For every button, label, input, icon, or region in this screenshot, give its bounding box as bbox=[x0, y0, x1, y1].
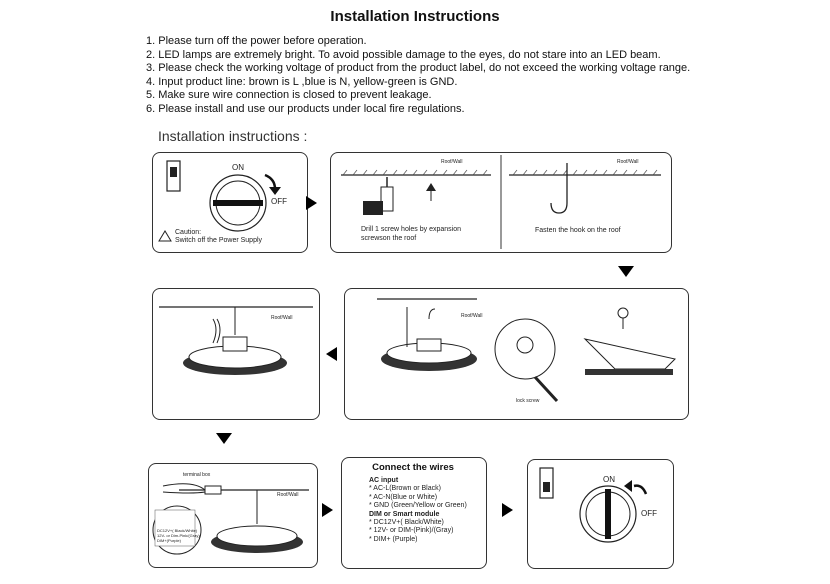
power-switch-illustration bbox=[539, 467, 648, 543]
diagram-heading: Installation instructions : bbox=[158, 128, 308, 144]
wiring-illustration bbox=[152, 483, 309, 555]
on-label: ON bbox=[232, 163, 244, 172]
wire-item: * AC-N(Blue or White) bbox=[369, 493, 438, 501]
wire-item: * DIM+ (Purple) bbox=[369, 535, 418, 543]
wire-label: DIM+(Purple) bbox=[157, 538, 181, 543]
wire-list: AC input * AC-L(Brown or Black) * AC-N(B… bbox=[369, 477, 467, 544]
next-step-arrow bbox=[216, 433, 232, 444]
hang-lamp-illustration bbox=[377, 298, 676, 403]
off-label: OFF bbox=[271, 197, 287, 206]
connect-wires-title: Connect the wires bbox=[372, 462, 454, 473]
roof-wall-label: Roof/Wall bbox=[277, 492, 299, 498]
drill-hook-illustration bbox=[341, 155, 661, 249]
power-switch-illustration bbox=[158, 160, 281, 242]
terminal-box-label: terminal box bbox=[183, 472, 211, 478]
lock-screw-label: lock screw bbox=[516, 398, 540, 404]
next-step-arrow bbox=[322, 503, 333, 517]
step-switch-off-panel: ON OFF Caution: Switch off the Power Sup… bbox=[152, 152, 308, 253]
drill-caption: screwson the roof bbox=[361, 235, 417, 242]
step-mounted-lamp-panel: Roof/Wall bbox=[152, 288, 320, 420]
next-step-arrow bbox=[502, 503, 513, 517]
step-wiring-panel: terminal box Roof/Wall DC12V+( Black/Whi… bbox=[148, 463, 318, 568]
ac-input-heading: AC input bbox=[369, 477, 399, 484]
hook-caption: Fasten the hook on the roof bbox=[535, 227, 621, 234]
mounted-lamp-illustration bbox=[159, 306, 313, 375]
instruction-step: 2. LED lamps are extremely bright. To av… bbox=[146, 48, 661, 61]
connect-wires-panel bbox=[341, 457, 487, 569]
instruction-step: 6. Please install and use our products u… bbox=[146, 102, 465, 115]
instruction-step: 4. Input product line: brown is L ,blue … bbox=[146, 75, 458, 88]
step-drill-hook-panel: Roof/Wall Roof/Wall Drill 1 screw holes … bbox=[330, 152, 672, 253]
on-label: ON bbox=[603, 475, 615, 484]
next-step-arrow bbox=[306, 196, 317, 210]
next-step-arrow bbox=[326, 347, 337, 361]
caution-label: Caution: bbox=[175, 229, 202, 236]
wire-item: * DC12V+( Black/White) bbox=[369, 519, 444, 527]
wire-item: * AC-L(Brown or Black) bbox=[369, 485, 441, 493]
next-step-arrow bbox=[618, 266, 634, 277]
instruction-step: 5. Make sure wire connection is closed t… bbox=[146, 89, 432, 102]
wire-item: * GND (Green/Yellow or Green) bbox=[369, 502, 467, 510]
step-hang-lamp-panel: Roof/Wall lock screw bbox=[344, 288, 689, 420]
roof-wall-label: Roof/Wall bbox=[617, 159, 639, 165]
wire-item: * 12V- or DIM-(Pink)/(Gray) bbox=[369, 527, 454, 535]
instruction-step: 1. Please turn off the power before oper… bbox=[146, 35, 367, 47]
roof-wall-label: Roof/Wall bbox=[441, 159, 463, 165]
wire-label: DC12V+( Black/White) bbox=[157, 528, 198, 533]
instruction-step: 3. Please check the working voltage of p… bbox=[146, 62, 691, 75]
roof-wall-label: Roof/Wall bbox=[271, 315, 293, 321]
caution-text: Switch off the Power Supply bbox=[175, 237, 263, 244]
wire-label: 12V- or Dim-Pink/(Gray) bbox=[157, 533, 200, 538]
off-label: OFF bbox=[641, 509, 657, 518]
dim-heading: DIM or Smart module bbox=[369, 510, 440, 518]
step-switch-on-panel: ON OFF bbox=[527, 459, 674, 569]
drill-caption: Drill 1 screw holes by expansion bbox=[361, 226, 461, 233]
roof-wall-label: Roof/Wall bbox=[461, 313, 483, 319]
instruction-list: 1. Please turn off the power before oper… bbox=[146, 35, 690, 117]
document-title: Installation Instructions bbox=[330, 8, 500, 25]
